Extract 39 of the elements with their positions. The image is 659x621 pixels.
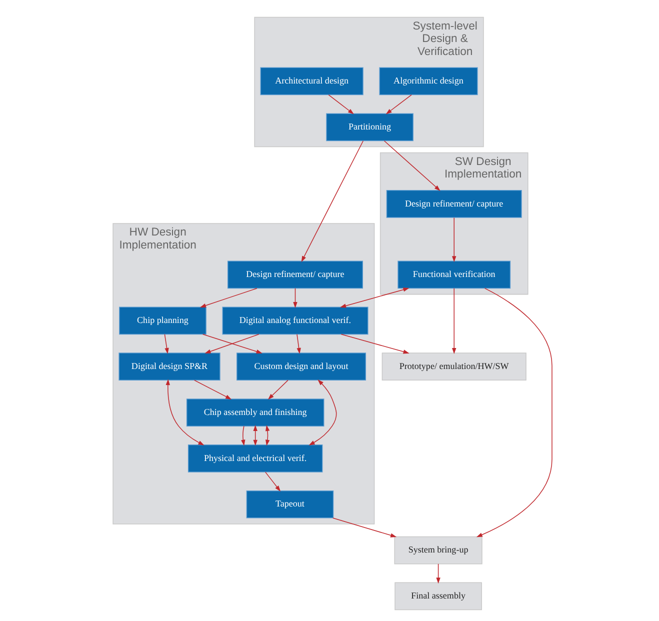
arrow — [194, 380, 232, 400]
node-box: Final assembly — [394, 582, 482, 610]
arrow — [328, 94, 354, 114]
arrow — [265, 425, 270, 446]
node-box: Tapeout — [246, 490, 334, 518]
arrow — [241, 426, 246, 446]
node-box: Chip assembly and finishing — [186, 398, 324, 426]
node-box: Physical and electrical verif. — [188, 444, 323, 472]
node-box: Design refinement/ capture — [386, 190, 522, 218]
arrow — [340, 334, 410, 354]
arrow — [384, 140, 440, 191]
arrow — [340, 288, 410, 308]
node-box: System bring-up — [394, 536, 482, 564]
arrow — [436, 564, 440, 584]
node-box: Algorithmic design — [379, 67, 478, 96]
arrow — [166, 379, 204, 446]
arrow — [293, 288, 298, 308]
arrow — [164, 334, 169, 354]
arrow — [452, 288, 456, 354]
arrow — [308, 380, 337, 446]
arrow — [200, 288, 258, 308]
node-box: Chip planning — [119, 306, 206, 335]
arrow — [386, 94, 412, 114]
arrow — [301, 140, 364, 262]
node-box: Design refinement/ capture — [227, 260, 363, 289]
node-box: Prototype/ emulation/HW/SW — [382, 352, 526, 381]
arrow — [253, 424, 258, 446]
arrow — [268, 380, 288, 400]
arrow — [452, 217, 456, 262]
arrow — [264, 472, 281, 492]
arrow — [332, 518, 397, 538]
node-box: Partitioning — [326, 113, 414, 142]
node-box: Functional verification — [398, 260, 511, 289]
arrow — [476, 288, 552, 538]
node-box: Custom design and layout — [236, 352, 366, 381]
node-box: Architectural design — [260, 67, 364, 96]
arrow — [296, 334, 301, 354]
node-box: Digital analog functional verif. — [222, 306, 368, 335]
node-box: Digital design SP&R — [118, 352, 220, 381]
